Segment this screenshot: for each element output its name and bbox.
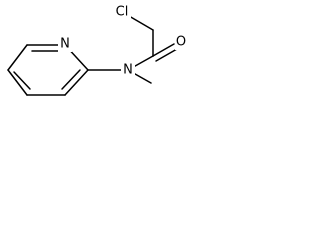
- bond-ring-c6-c5: [7, 44, 28, 71]
- bond-carbonyl-oxygen-1: [152, 43, 175, 57]
- atom-labels: Cl O N N: [58, 5, 188, 78]
- bond-ring-c5-c4: [7, 69, 28, 96]
- bond-carbonyl-oxygen-2: [155, 48, 178, 62]
- carbonyl-oxygen-label: O: [176, 35, 186, 50]
- molecule-diagram: Cl O N N: [7, 5, 188, 96]
- chlorine-label: Cl: [116, 5, 129, 20]
- bonds: [7, 15, 178, 96]
- bond-ring-inner-c5-c4: [13, 71, 31, 90]
- pyridine-nitrogen-label: N: [60, 37, 70, 52]
- chlorine-atom: Cl: [114, 5, 131, 21]
- amide-nitrogen-label: N: [123, 63, 133, 78]
- bond-ring-c3-c2: [64, 69, 89, 96]
- carbonyl-oxygen-atom: O: [175, 35, 188, 50]
- amide-nitrogen-atom: N: [121, 63, 135, 78]
- bond-cl-ch2: [128, 15, 154, 31]
- pyridine-nitrogen-atom: N: [58, 37, 72, 52]
- bond-ring-inner-c3-c2: [61, 69, 81, 90]
